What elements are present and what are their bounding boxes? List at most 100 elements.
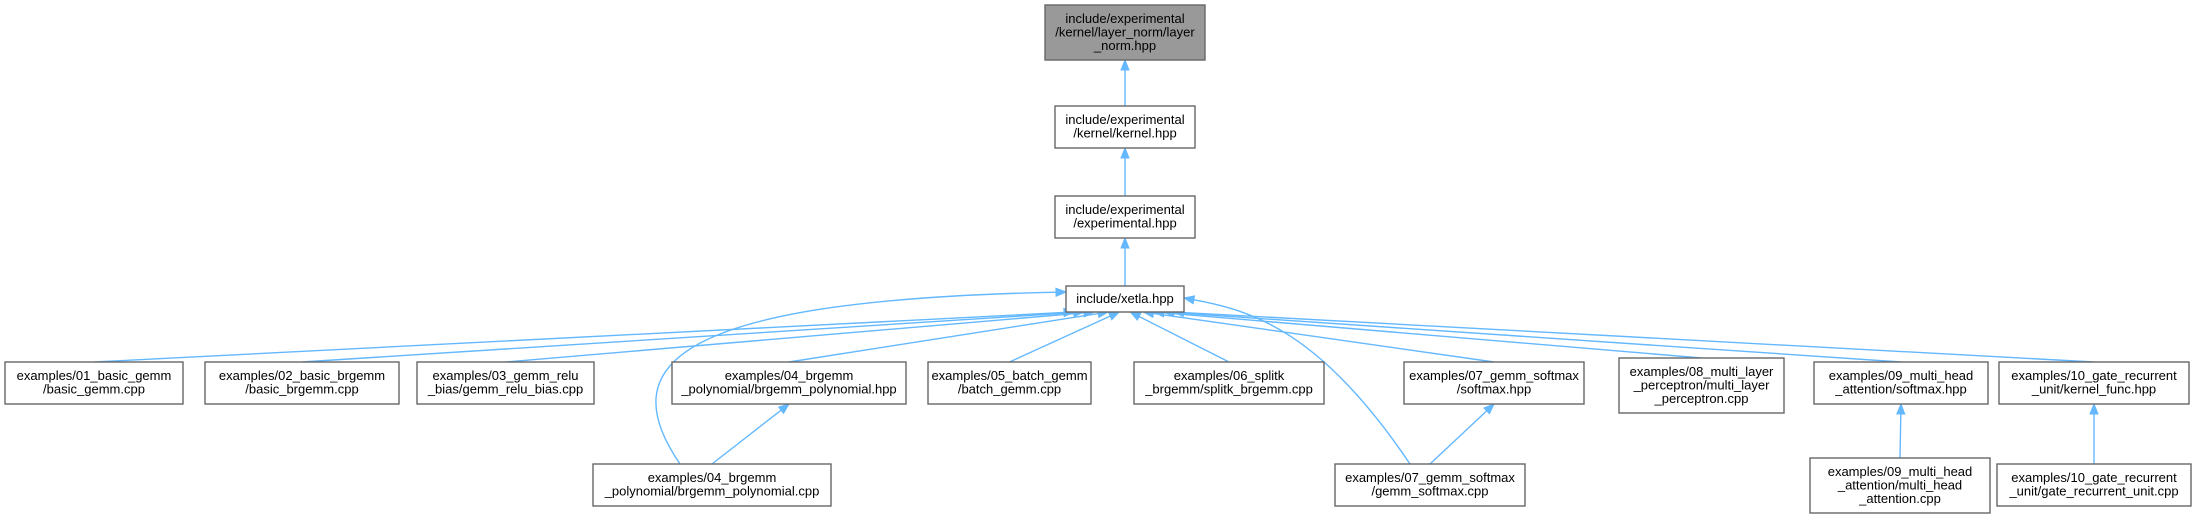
node-label-line: examples/07_gemm_softmax (1345, 470, 1515, 485)
edge-ex07c-to-xetla (1182, 295, 1411, 465)
arrowhead-icon (1128, 311, 1142, 321)
edge-line (788, 312, 1099, 363)
node-box (204, 361, 400, 405)
node-label-line: _unit/kernel_func.hpp (2031, 382, 2156, 397)
node-box (4, 361, 184, 405)
node-label-line: examples/08_multi_layer (1630, 364, 1774, 379)
arrowhead-icon (1182, 295, 1196, 305)
node-label-line: include/experimental (1065, 202, 1184, 217)
node-kernel[interactable]: include/experimental/kernel/kernel.hpp (1054, 105, 1196, 149)
edge-line (1009, 315, 1111, 363)
arrowhead-icon (1055, 287, 1068, 297)
node-label-line: /experimental.hpp (1073, 216, 1176, 231)
node-label-line: include/experimental (1065, 11, 1184, 26)
node-experimental[interactable]: include/experimental/experimental.hpp (1054, 195, 1196, 239)
arrowhead-icon (1107, 311, 1121, 321)
node-label-line: examples/06_splitk (1174, 368, 1285, 383)
node-ex10h[interactable]: examples/10_gate_recurrent_unit/kernel_f… (1998, 361, 2190, 405)
arrowhead-icon (1120, 146, 1130, 159)
edge-xetla-to-experimental (1120, 236, 1130, 286)
node-label-line: _unit/gate_recurrent_unit.cpp (2008, 484, 2178, 499)
node-label-line: /gemm_softmax.cpp (1371, 484, 1488, 499)
node-label-line: /batch_gemm.cpp (958, 382, 1061, 397)
node-box (1813, 361, 1989, 405)
node-label-line: _brgemm/splitk_brgemm.cpp (1144, 382, 1313, 397)
node-layer_norm[interactable]: include/experimental/kernel/layer_norm/l… (1044, 4, 1206, 61)
edge-ex04c-to-ex04h (711, 403, 791, 465)
node-label-line: /kernel/layer_norm/layer (1055, 24, 1195, 39)
node-xetla[interactable]: include/xetla.hpp (1065, 285, 1185, 313)
node-label-line: include/xetla.hpp (1076, 291, 1174, 306)
arrowhead-icon (1483, 403, 1495, 415)
node-label-line: examples/01_basic_gemm (17, 368, 172, 383)
edge-line (1193, 299, 1411, 465)
node-label-line: include/experimental (1065, 112, 1184, 127)
node-ex01[interactable]: examples/01_basic_gemm/basic_gemm.cpp (4, 361, 184, 405)
node-label-line: /kernel/kernel.hpp (1073, 126, 1176, 141)
node-ex07c[interactable]: examples/07_gemm_softmax/gemm_softmax.cp… (1334, 463, 1526, 507)
edge-ex07c-to-ex07h (1429, 403, 1495, 465)
node-label-line: _attention.cpp (1858, 491, 1941, 506)
node-box (592, 463, 832, 507)
arrowhead-icon (1120, 58, 1130, 71)
edge-ex04h-to-xetla (788, 308, 1110, 363)
node-label-line: examples/09_multi_head (1829, 368, 1974, 383)
node-ex05[interactable]: examples/05_batch_gemm/batch_gemm.cpp (927, 361, 1092, 405)
edge-kernel-to-layer_norm (1120, 58, 1130, 106)
edge-line (505, 312, 1085, 363)
node-label-line: examples/04_brgemm (725, 368, 854, 383)
node-box (1065, 285, 1185, 313)
edge-experimental-to-kernel (1120, 146, 1130, 196)
node-ex08[interactable]: examples/08_multi_layer_perceptron/multi… (1618, 357, 1785, 414)
node-label-line: examples/07_gemm_softmax (1409, 368, 1579, 383)
edge-line (655, 291, 1057, 465)
node-label-line: /basic_gemm.cpp (43, 382, 145, 397)
node-ex04c[interactable]: examples/04_brgemm_polynomial/brgemm_pol… (592, 463, 832, 507)
node-label-line: examples/09_multi_head (1828, 464, 1973, 479)
edge-line (1153, 312, 1495, 363)
node-label-line: _polynomial/brgemm_polynomial.cpp (604, 484, 820, 499)
edge-line (1183, 311, 2095, 363)
edge-ex01-to-xetla (93, 307, 1076, 363)
node-ex04h[interactable]: examples/04_brgemm_polynomial/brgemm_pol… (671, 361, 907, 405)
edge-line (1163, 312, 1702, 359)
node-ex10c[interactable]: examples/10_gate_recurrent_unit/gate_rec… (1996, 463, 2192, 507)
node-ex03[interactable]: examples/03_gemm_relu_bias/gemm_relu_bia… (416, 361, 595, 405)
node-label-line: /basic_brgemm.cpp (245, 382, 358, 397)
node-label-line: _bias/gemm_relu_bias.cpp (427, 382, 583, 397)
edge-ex09h-to-xetla (1162, 307, 1902, 363)
node-box (1996, 463, 2192, 507)
node-box (927, 361, 1092, 405)
edge-line (1173, 311, 1902, 363)
edge-line (301, 311, 1074, 363)
node-label-line: examples/03_gemm_relu (433, 368, 579, 383)
node-box (1809, 457, 1991, 514)
node-box (1044, 4, 1206, 61)
node-label-line: _polynomial/brgemm_polynomial.hpp (680, 382, 896, 397)
node-label-line: _attention/multi_head (1837, 477, 1962, 492)
node-label-line: examples/02_basic_brgemm (219, 368, 385, 383)
node-ex02[interactable]: examples/02_basic_brgemm/basic_brgemm.cp… (204, 361, 400, 405)
edge-line (1429, 410, 1488, 465)
node-box (1054, 105, 1196, 149)
edge-ex09c-to-ex09h (1896, 402, 1906, 459)
node-ex09h[interactable]: examples/09_multi_head_attention/softmax… (1813, 361, 1989, 405)
node-ex06[interactable]: examples/06_splitk_brgemm/splitk_brgemm.… (1133, 361, 1325, 405)
edge-line (93, 311, 1065, 363)
arrowhead-icon (1120, 236, 1130, 249)
node-ex09c[interactable]: examples/09_multi_head_attention/multi_h… (1809, 457, 1991, 514)
arrowhead-icon (777, 403, 791, 415)
edge-ex06-to-xetla (1128, 311, 1230, 363)
arrowhead-icon (1896, 402, 1906, 415)
edge-line (1138, 315, 1230, 363)
node-box (1133, 361, 1325, 405)
edge-layer (93, 58, 2099, 465)
node-box (1054, 195, 1196, 239)
edge-ex02-to-xetla (301, 307, 1086, 363)
node-ex07h[interactable]: examples/07_gemm_softmax/softmax.hpp (1403, 361, 1585, 405)
node-box (1403, 361, 1585, 405)
node-box (671, 361, 907, 405)
edge-ex10c-to-ex10h (2089, 402, 2099, 464)
node-label-line: _attention/softmax.hpp (1834, 382, 1967, 397)
